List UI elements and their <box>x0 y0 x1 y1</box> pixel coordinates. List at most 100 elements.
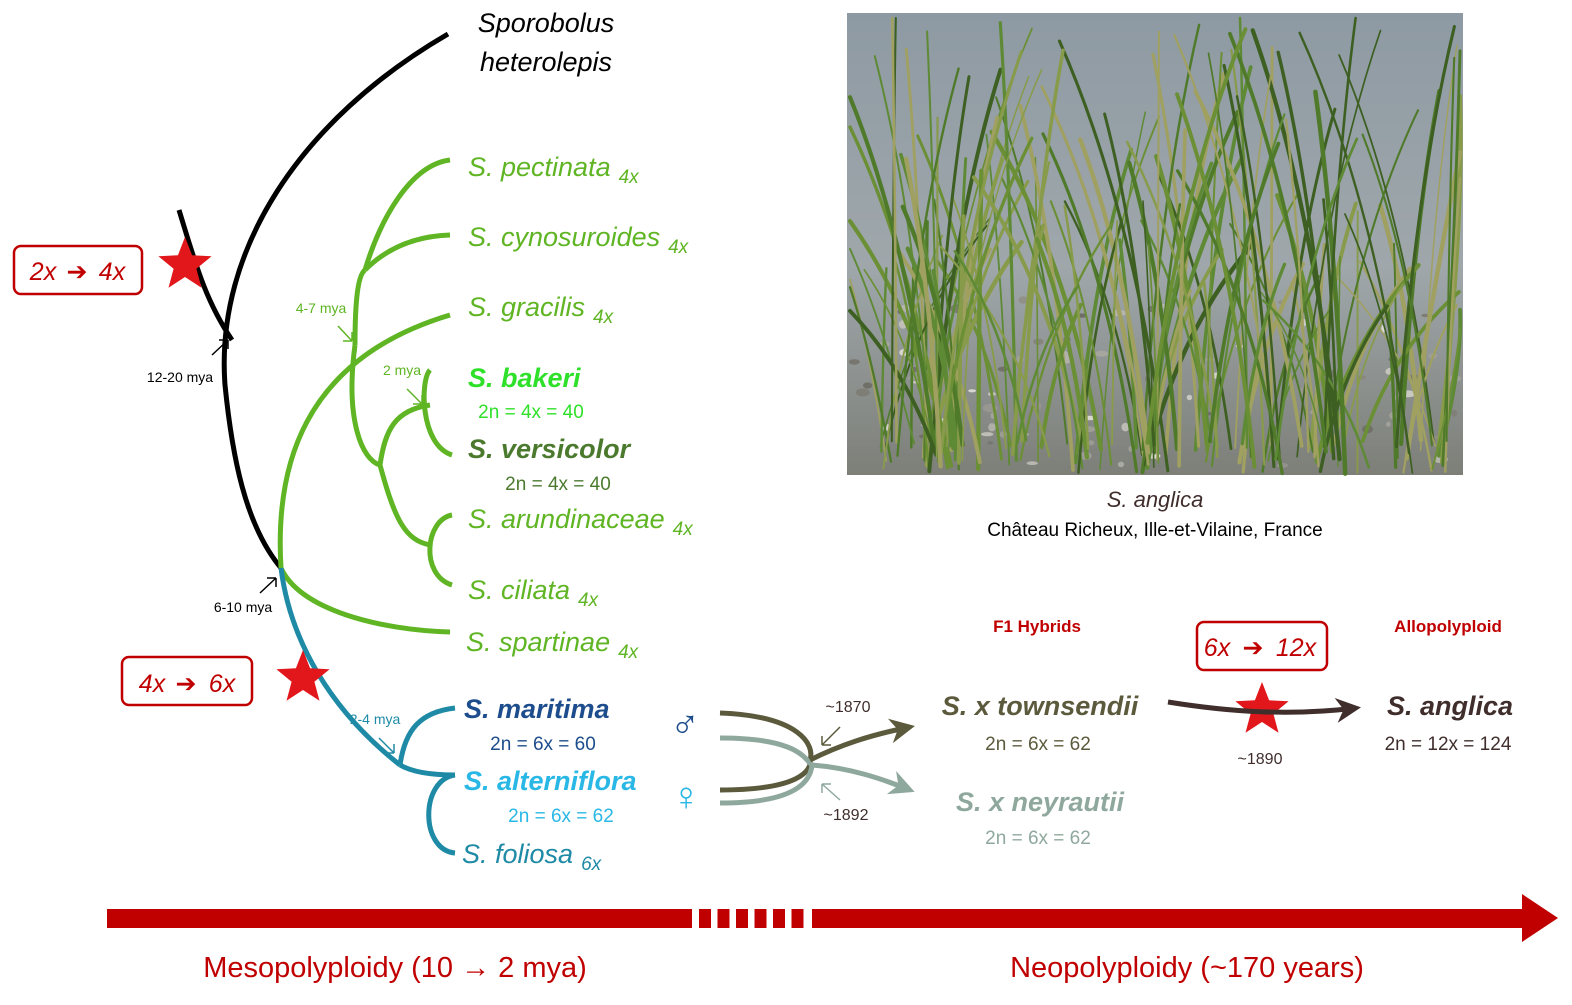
taxon-neyrautii: S. x neyrautii <box>956 787 1125 817</box>
pebble <box>998 367 1008 372</box>
pebble <box>1095 351 1109 357</box>
timeline-dashes <box>699 909 804 928</box>
svg-text:2x: 2x <box>29 258 58 286</box>
date-arrow-icon <box>260 578 276 593</box>
branch-maritima <box>400 708 455 765</box>
chromosome-neyrautii: 2n = 6x = 62 <box>985 828 1091 849</box>
timeline-dash <box>699 909 711 928</box>
branch-arundinaceae-ciliata <box>380 465 430 545</box>
arrow-right-icon: ➔ <box>1243 634 1264 662</box>
grass-blade <box>1271 48 1272 445</box>
taxon-heterolepis-genus: Sporobolus <box>478 8 615 38</box>
date-2-4: 2-4 mya <box>350 711 401 727</box>
male-icon: ♂ <box>670 703 700 747</box>
female-icon: ♀ <box>671 775 701 819</box>
pebble <box>1033 339 1043 345</box>
chromosome-maritima: 2n = 6x = 60 <box>490 734 596 755</box>
pebble <box>1027 461 1038 465</box>
header-f1-hybrids: F1 Hybrids <box>993 617 1081 636</box>
duplication-box-2: 4x ➔ 6x <box>122 657 252 705</box>
branch-alt-foliosa <box>400 765 455 775</box>
svg-text:4x: 4x <box>139 670 167 698</box>
curve-alterniflora-to-hybrid <box>720 760 810 790</box>
date-6-10: 6-10 mya <box>214 599 273 615</box>
date-4-7: 4-7 mya <box>296 300 347 316</box>
chromosome-versicolor: 2n = 4x = 40 <box>505 474 611 495</box>
pebble <box>1451 410 1457 417</box>
taxon-alterniflora: S. alterniflora <box>464 766 637 796</box>
pebble <box>1118 462 1124 468</box>
svg-text:4x: 4x <box>99 258 127 286</box>
timeline-dash <box>736 909 748 928</box>
date-1870: ~1870 <box>826 699 871 716</box>
header-allopolyploid: Allopolyploid <box>1394 617 1502 636</box>
pebble <box>988 423 996 431</box>
arrow-right-icon: ➔ <box>67 258 88 286</box>
timeline-bar-meso <box>107 909 692 928</box>
arrow-right-icon: ➔ <box>176 670 197 698</box>
branch-spartinae <box>281 568 450 632</box>
chromosome-alterniflora: 2n = 6x = 62 <box>508 806 614 827</box>
date-1892: ~1892 <box>824 807 869 824</box>
svg-text:6x: 6x <box>209 670 237 698</box>
pebble <box>981 432 993 436</box>
branch-arund-pair <box>430 515 452 585</box>
pebble <box>1386 422 1391 427</box>
date-12-20: 12-20 mya <box>147 369 213 385</box>
pebble <box>863 382 872 388</box>
timeline-dash <box>773 909 785 928</box>
svg-text:12x: 12x <box>1276 634 1318 662</box>
taxon-maritima: S. maritima <box>464 694 610 724</box>
photo-s-anglica: S. anglica Château Richeux, Ille-et-Vila… <box>847 13 1463 541</box>
timeline-label-meso: Mesopolyploidy (10 → 2 mya) <box>203 952 587 984</box>
date-2: 2 mya <box>383 362 421 378</box>
chromosome-anglica: 2n = 12x = 124 <box>1385 734 1512 755</box>
date-arrow-icon <box>338 326 352 341</box>
duplication-box-3: 6x ➔ 12x <box>1197 622 1327 670</box>
taxon-versicolor: S. versicolor <box>468 434 632 464</box>
chromosome-bakeri: 2n = 4x = 40 <box>478 402 584 423</box>
svg-text:6x: 6x <box>1204 634 1232 662</box>
pebble <box>849 359 860 365</box>
branch-pectinata <box>365 160 450 270</box>
star-icon-duplication-3 <box>1235 682 1288 733</box>
arrow-to-townsendii <box>810 727 910 760</box>
taxon-anglica: S. anglica <box>1387 691 1513 721</box>
timeline: Mesopolyploidy (10 → 2 mya) Neopolyploid… <box>107 894 1558 984</box>
timeline-dash <box>755 909 767 928</box>
hybridisation-curves <box>720 713 910 803</box>
taxon-heterolepis-species: heterolepis <box>480 47 612 77</box>
branch-alt-foliosa-pair <box>429 775 455 853</box>
star-icon-duplication-2 <box>276 650 329 701</box>
taxon-bakeri: S. bakeri <box>468 363 581 393</box>
branch-core-upper <box>355 270 365 345</box>
branch-bakeri-pair <box>424 370 452 455</box>
photo-caption-location: Château Richeux, Ille-et-Vilaine, France <box>987 520 1323 541</box>
date-arrow-icon <box>822 784 840 800</box>
timeline-arrow-icon <box>1522 894 1558 942</box>
timeline-dash <box>792 909 804 928</box>
branch-bakeri-versicolor <box>380 405 430 465</box>
duplication-box-1: 2x ➔ 4x <box>14 246 142 294</box>
branch-clade-inner <box>280 315 450 568</box>
chromosome-townsendii: 2n = 6x = 62 <box>985 734 1091 755</box>
pebble <box>968 389 976 392</box>
pebble <box>1187 395 1192 400</box>
timeline-label-neo: Neopolyploidy (~170 years) <box>1010 952 1364 984</box>
timeline-dash <box>718 909 730 928</box>
curve-maritima-grey <box>720 738 812 765</box>
hybrid-date-markers: ~1870 ~1892 <box>822 699 871 824</box>
date-arrow-icon <box>407 389 422 404</box>
pebble <box>987 441 993 444</box>
arrow-to-neyrautii <box>812 765 910 790</box>
photo-caption-species: S. anglica <box>1107 487 1204 512</box>
date-arrow-icon <box>822 727 840 745</box>
